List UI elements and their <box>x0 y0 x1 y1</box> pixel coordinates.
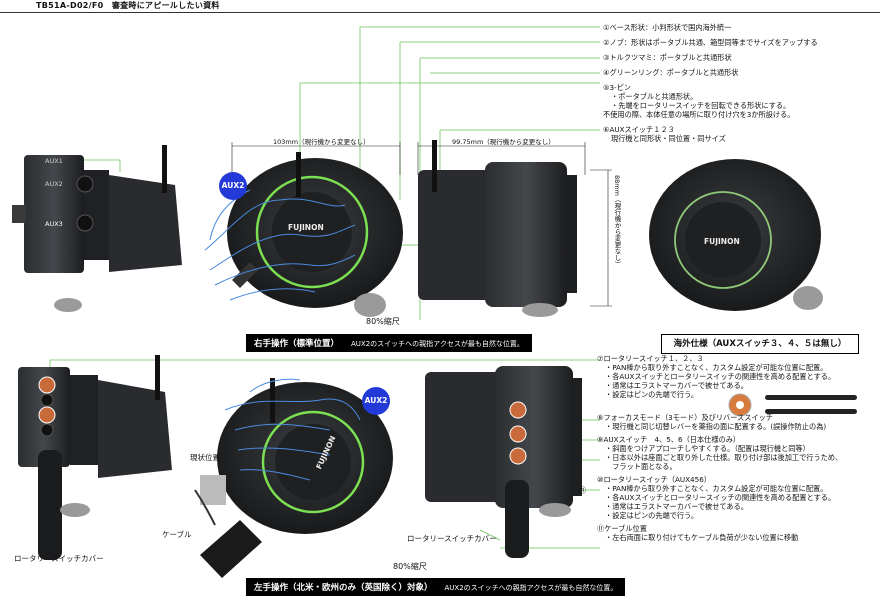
note-9-sub-2: ・日本以外は座面ごと取り外した仕様。取り付け部は後加工で行うため、 <box>605 453 843 462</box>
notes-bottom: ⑦ロータリースイッチ１、２、３ ・PAN棒から取り外すことなく、カスタム設定が可… <box>597 354 842 542</box>
note-9-sub-1: ・斜面をつけアプローチしやすくする。（配置は現行機と同等） <box>605 444 810 453</box>
note-9: ⑨AUXスイッチ 4、5、6（日本仕様のみ） <box>597 435 741 444</box>
note-10-sub-2: ・各AUXスイッチとロータリースイッチの関連性を高める配置とする。 <box>605 493 836 502</box>
side-view-top-right <box>418 140 577 317</box>
scale-top: 80%縮尺 <box>366 317 400 326</box>
note-7-sub-4: ・設定はピンの先端で行う。 <box>605 390 699 399</box>
note-6: ⑥AUXスイッチ１２３ <box>603 125 675 134</box>
front-view-top-center <box>227 152 403 317</box>
side-view-bottom-right <box>425 366 582 558</box>
notes-top: ①ベース形状：小判形状で国内海外統一 ②ノブ：形状はポータブル共通、箱型同等まで… <box>603 23 818 143</box>
front-view-bottom-center <box>194 378 393 578</box>
marker-11: ⑪ <box>578 486 586 495</box>
note-5-sub-1: ・ポータブルと共通形状。 <box>611 92 698 101</box>
note-6-extra: 現行機と同形状・同位置・同サイズ <box>611 134 726 143</box>
note-5-extra: 不使用の際、本体任意の場所に取り付け穴を3か所設ける。 <box>603 110 795 119</box>
scale-bottom: 80%縮尺 <box>393 562 427 571</box>
note-7-sub-1: ・PAN棒から取り外すことなく、カスタム設定が可能な位置に配置。 <box>605 363 828 372</box>
note-4: ④グリーンリング：ポータブルと共通形状 <box>603 68 739 77</box>
note-2: ②ノブ：形状はポータブル共通、箱型同等までサイズをアップする <box>603 38 818 47</box>
note-10: ⑩ロータリースイッチ（AUX456） <box>597 475 711 484</box>
aux2-badge-top: AUX2 <box>219 172 247 200</box>
cable-label: ケーブル <box>162 530 192 539</box>
dimension-width-b: 99.75mm（現行機から変更なし） <box>452 138 555 146</box>
note-7: ⑦ロータリースイッチ１、２、３ <box>597 354 704 363</box>
hand-sketch-bottom <box>224 378 361 481</box>
note-11: ⑪ケーブル位置 <box>597 524 647 533</box>
front-view-overseas <box>649 159 823 311</box>
note-7-sub-3: ・通常はエラストマーカバーで被せてある。 <box>605 381 748 390</box>
note-8: ⑧フォーカスモード（3モード）及びリバーススイッチ <box>597 413 773 422</box>
aux3-label: AUX3 <box>45 220 63 228</box>
note-10-sub-4: ・設定はピンの先端で行う。 <box>605 511 699 520</box>
label-overseas: 海外仕様（AUXスイッチ３、４、５は無し） <box>661 334 859 354</box>
brand-logo-overseas: FUJINON <box>704 237 740 246</box>
rotary-cover-left-label: ロータリースイッチカバー <box>14 554 104 563</box>
note-9-sub-3: フラット面となる。 <box>605 462 677 471</box>
aux2-badge-bottom: AUX2 <box>362 387 390 415</box>
dimension-lines <box>231 142 612 307</box>
side-view-bottom-left <box>18 355 172 560</box>
page-title: TB51A-D02/F0 審査時にアピールしたい資料 <box>36 1 220 10</box>
note-1: ①ベース形状：小判形状で国内海外統一 <box>603 23 732 32</box>
note-5: ⑤3-ピン <box>603 83 631 92</box>
aux2-label: AUX2 <box>45 180 63 188</box>
label-right-hand: 右手操作（標準位置）AUX2のスイッチへの親指アクセスが最も自然な位置。 <box>246 334 532 352</box>
rotary-cover-right-label: ロータリースイッチカバー <box>407 534 497 543</box>
aux1-label: AUX1 <box>45 157 63 165</box>
label-left-hand: 左手操作（北米・欧州のみ（英国除く）対象）AUX2のスイッチへの親指アクセスが最… <box>246 578 626 596</box>
rotary-switch-pins <box>728 393 857 417</box>
dimension-height: 88mm（現行機から変更なし） <box>613 175 621 268</box>
note-10-sub-3: ・通常はエラストマーカバーで被せてある。 <box>605 502 748 511</box>
dimension-width-a: 103mm（現行機から変更なし） <box>273 138 370 146</box>
title-bar: TB51A-D02/F0 審査時にアピールしたい資料 <box>0 0 880 13</box>
brand-logo-top: FUJINON <box>288 223 324 232</box>
note-8-sub-1: ・現行機と同じ切替レバーを薬指の面に配置する。(誤操作防止の為) <box>605 422 827 431</box>
note-11-sub-1: ・左右両面に取り付けてもケーブル負荷が少ない位置に移動 <box>605 533 799 542</box>
note-7-sub-2: ・各AUXスイッチとロータリースイッチの関連性を高める配置とする。 <box>605 372 836 381</box>
note-3: ③トルクツマミ：ポータブルと共通形状 <box>603 53 732 62</box>
note-5-sub-2: ・先端をロータリースイッチを回転できる形状にする。 <box>611 101 791 110</box>
current-position-label: 現状位置 <box>190 453 220 462</box>
note-10-sub-1: ・PAN棒から取り外すことなく、カスタム設定が可能な位置に配置。 <box>605 484 828 493</box>
side-view-top-left <box>12 145 182 312</box>
